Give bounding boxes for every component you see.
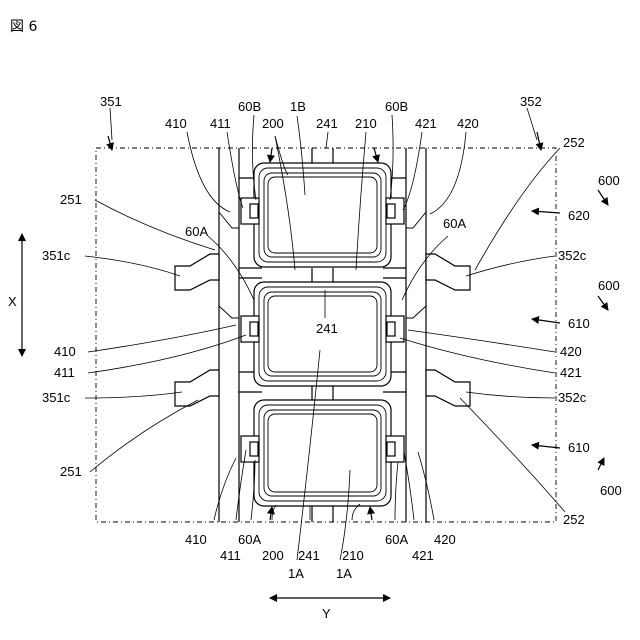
label-620: 620 — [568, 208, 590, 223]
label-352: 352 — [520, 94, 542, 109]
label-200-bot: 200 — [262, 548, 284, 563]
label-60B-right: 60B — [385, 99, 408, 114]
label-251-bot: 251 — [60, 464, 82, 479]
label-610-a: 610 — [568, 316, 590, 331]
label-60A-bot-left: 60A — [238, 532, 261, 547]
label-351c-top: 351c — [42, 248, 71, 263]
label-410-top: 410 — [165, 116, 187, 131]
axis-y-label: Y — [322, 606, 331, 621]
label-600-b: 600 — [598, 278, 620, 293]
label-241-top: 241 — [316, 116, 338, 131]
label-241-bot: 241 — [298, 548, 320, 563]
label-410-mid: 410 — [54, 344, 76, 359]
label-411-top: 411 — [210, 116, 231, 131]
label-210-top: 210 — [355, 116, 377, 131]
label-421-top: 421 — [415, 116, 437, 131]
label-351c-bot: 351c — [42, 390, 71, 405]
label-60B-left: 60B — [238, 99, 261, 114]
label-60A-bot-right: 60A — [385, 532, 408, 547]
label-60A-upper-left: 60A — [185, 224, 208, 239]
label-210-bot: 210 — [342, 548, 364, 563]
label-600-a: 600 — [598, 173, 620, 188]
label-421-bot: 421 — [412, 548, 434, 563]
label-251-top: 251 — [60, 192, 82, 207]
label-600-c: 600 — [600, 483, 622, 498]
label-411-mid: 411 — [54, 365, 75, 380]
label-241-mid: 241 — [316, 321, 338, 336]
label-420-bot: 420 — [434, 532, 456, 547]
label-351: 351 — [100, 94, 122, 109]
label-410-bot: 410 — [185, 532, 207, 547]
label-352c-top: 352c — [558, 248, 587, 263]
axis-x-label: X — [8, 294, 17, 309]
label-200-top: 200 — [262, 116, 284, 131]
label-420-top: 420 — [457, 116, 479, 131]
label-1A-right: 1A — [336, 566, 352, 581]
label-1B: 1B — [290, 99, 306, 114]
label-352c-bot: 352c — [558, 390, 587, 405]
label-252-top: 252 — [563, 135, 585, 150]
figure-title: 図 6 — [10, 19, 37, 35]
label-60A-upper-right: 60A — [443, 216, 466, 231]
label-421-mid: 421 — [560, 365, 582, 380]
label-610-b: 610 — [568, 440, 590, 455]
label-1A-left: 1A — [288, 566, 304, 581]
package-unit-bottom — [241, 400, 404, 506]
label-420-mid: 420 — [560, 344, 582, 359]
label-411-bot: 411 — [220, 548, 241, 563]
package-unit-top — [241, 163, 404, 267]
label-252-bot: 252 — [563, 512, 585, 527]
